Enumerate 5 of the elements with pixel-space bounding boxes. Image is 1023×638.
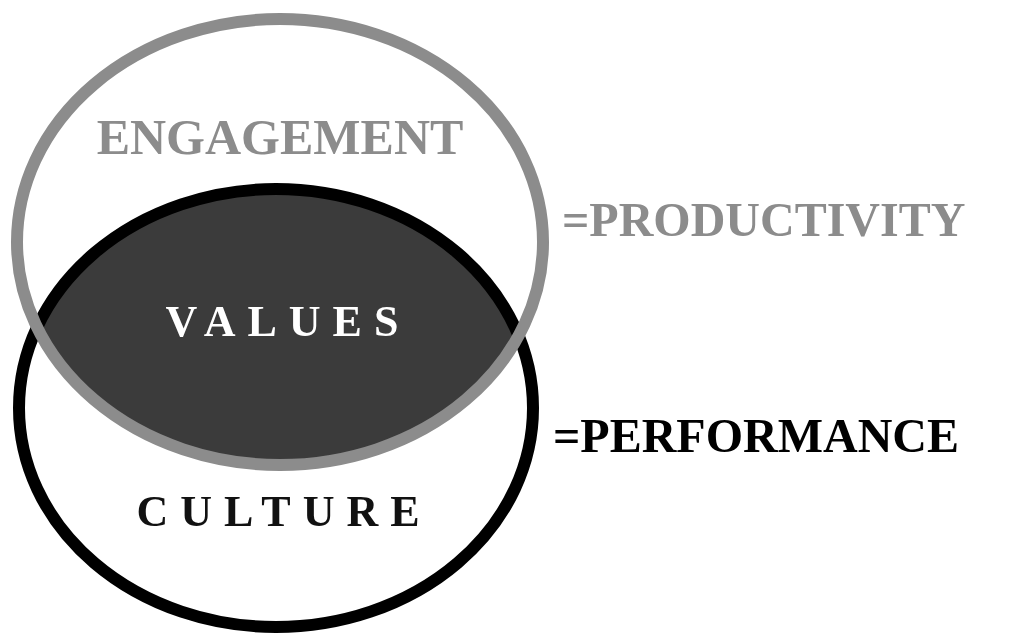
- equation-text: =PRODUCTIVITY: [562, 196, 966, 244]
- circle-label: CULTURE: [135, 490, 432, 534]
- circle-label: VALUES: [164, 300, 411, 344]
- equation-text: =PERFORMANCE: [553, 412, 959, 460]
- circle-label: ENGAGEMENT: [96, 112, 464, 162]
